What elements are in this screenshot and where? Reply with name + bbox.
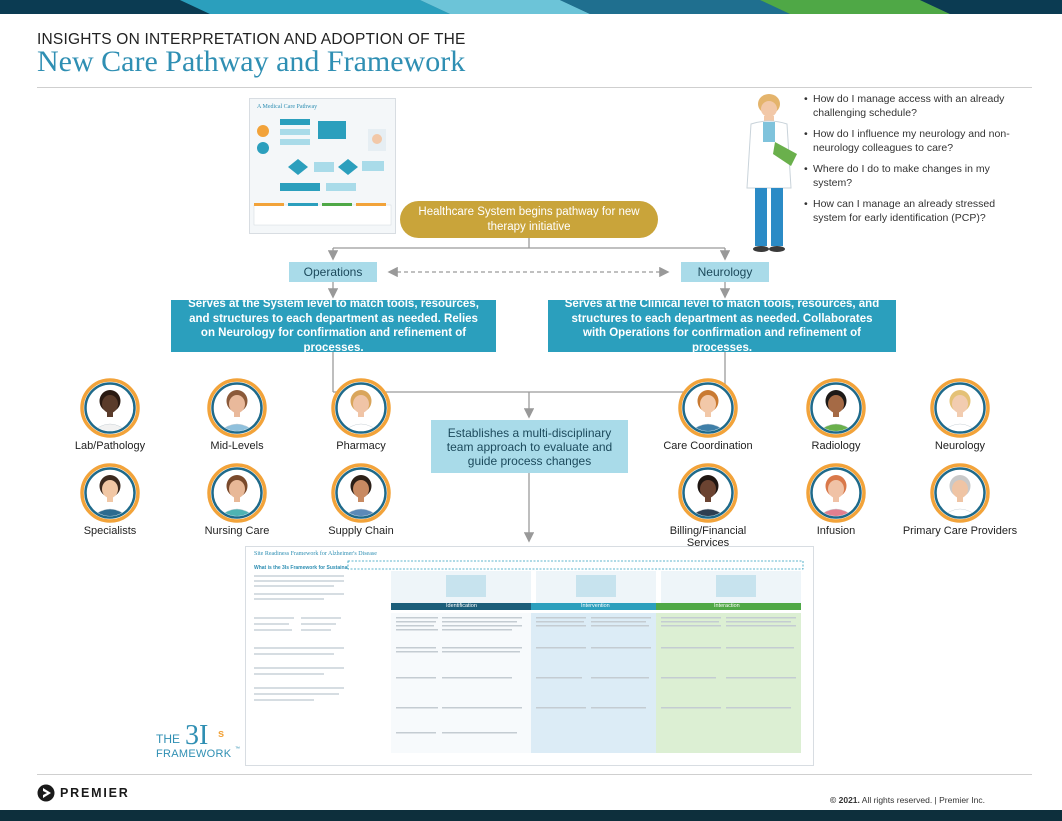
footer-divider xyxy=(37,774,1032,775)
question-item: Where do I do to make changes in my syst… xyxy=(804,163,1029,190)
persona-icon xyxy=(806,378,866,438)
persona-label: Care Coordination xyxy=(663,440,753,452)
persona-avatar xyxy=(930,378,990,443)
neurology-label-box: Neurology xyxy=(681,262,769,282)
doctor-illustration xyxy=(746,94,797,252)
persona-avatar xyxy=(207,378,267,443)
persona-avatar xyxy=(930,463,990,528)
persona-icon xyxy=(207,378,267,438)
framework-logo: THE 3I s FRAMEWORK ™ xyxy=(156,720,246,760)
framework-thumbnail-heading: What is the 3Is Framework for Sustainabl… xyxy=(254,565,384,571)
persona-label: Nursing Care xyxy=(204,525,270,537)
persona-avatar xyxy=(331,463,391,528)
header-subtitle: INSIGHTS ON INTERPRETATION AND ADOPTION … xyxy=(37,31,466,48)
top-color-bar xyxy=(0,0,1062,14)
team-approach-box: Establishes a multi-disciplinary team ap… xyxy=(431,420,628,473)
header-divider xyxy=(37,87,1032,88)
persona-icon xyxy=(930,378,990,438)
persona-icon xyxy=(678,463,738,523)
persona-icon xyxy=(80,378,140,438)
persona-icon xyxy=(678,378,738,438)
persona-icon xyxy=(930,463,990,523)
neurology-label: Neurology xyxy=(697,265,753,279)
persona-label: Infusion xyxy=(816,525,856,537)
operations-label: Operations xyxy=(303,265,363,279)
team-approach-text: Establishes a multi-disciplinary team ap… xyxy=(446,425,613,468)
framework-logo-tm: ™ xyxy=(235,746,240,752)
phase-intervention: Intervention xyxy=(581,603,610,609)
start-callout: Healthcare System begins pathway for new… xyxy=(400,201,658,238)
start-callout-text: Healthcare System begins pathway for new… xyxy=(418,206,640,233)
copyright-text: All rights reserved. | Premier Inc. xyxy=(859,795,985,805)
header-title: New Care Pathway and Framework xyxy=(37,45,466,78)
care-pathway-thumbnail-title: A Medical Care Pathway xyxy=(257,104,318,110)
framework-logo-s: s xyxy=(218,728,225,740)
persona-icon xyxy=(207,463,267,523)
persona-icon xyxy=(806,463,866,523)
operations-description: Serves at the System level to match tool… xyxy=(188,298,479,354)
care-pathway-thumbnail-graphic xyxy=(253,119,392,226)
care-pathway-thumbnail: A Medical Care Pathway xyxy=(249,98,396,234)
persona-label: Primary Care Providers xyxy=(902,525,1018,537)
question-item: How do I influence my neurology and non-… xyxy=(804,128,1029,155)
framework-thumbnail: Site Readiness Framework for Alzheimer's… xyxy=(245,546,814,766)
question-list: How do I manage access with an already c… xyxy=(804,93,1029,233)
persona-avatar xyxy=(80,378,140,443)
phase-identification: Identification xyxy=(446,603,477,609)
persona-label: Radiology xyxy=(811,440,861,452)
persona-label: Neurology xyxy=(934,440,986,452)
copyright: © 2021. All rights reserved. | Premier I… xyxy=(830,795,985,805)
persona-icon xyxy=(331,378,391,438)
persona-label: Supply Chain xyxy=(328,525,394,537)
premier-logo-icon xyxy=(37,784,55,802)
operations-label-box: Operations xyxy=(289,262,377,282)
footer-bar xyxy=(0,810,1062,821)
operations-description-box: Serves at the System level to match tool… xyxy=(171,298,496,354)
persona-icon xyxy=(331,463,391,523)
persona-avatar xyxy=(806,463,866,528)
persona-label: Specialists xyxy=(83,525,137,537)
framework-thumbnail-graphic xyxy=(254,560,804,753)
persona-avatar xyxy=(331,378,391,443)
persona-avatar xyxy=(678,463,738,528)
copyright-year: © 2021. xyxy=(830,795,860,805)
premier-brand: PREMIER xyxy=(60,786,130,800)
persona-label: Mid-Levels xyxy=(210,440,264,452)
persona-avatar xyxy=(80,463,140,528)
persona-avatar xyxy=(207,463,267,528)
framework-logo-word: FRAMEWORK xyxy=(156,748,232,760)
persona-icon xyxy=(80,463,140,523)
framework-logo-3i: 3I xyxy=(185,720,209,751)
framework-thumbnail-title: Site Readiness Framework for Alzheimer's… xyxy=(254,551,377,557)
persona-label: Lab/Pathology xyxy=(74,440,146,452)
neurology-description-box: Serves at the Clinical level to match to… xyxy=(548,298,896,354)
persona-avatar xyxy=(678,378,738,443)
phase-interaction: Interaction xyxy=(714,603,740,609)
neurology-description: Serves at the Clinical level to match to… xyxy=(564,298,880,354)
question-item: How can I manage an already stressed sys… xyxy=(804,198,1029,225)
question-item: How do I manage access with an already c… xyxy=(804,93,1029,120)
persona-label: Pharmacy xyxy=(336,440,386,452)
framework-logo-prefix: THE xyxy=(156,732,180,746)
persona-avatar xyxy=(806,378,866,443)
